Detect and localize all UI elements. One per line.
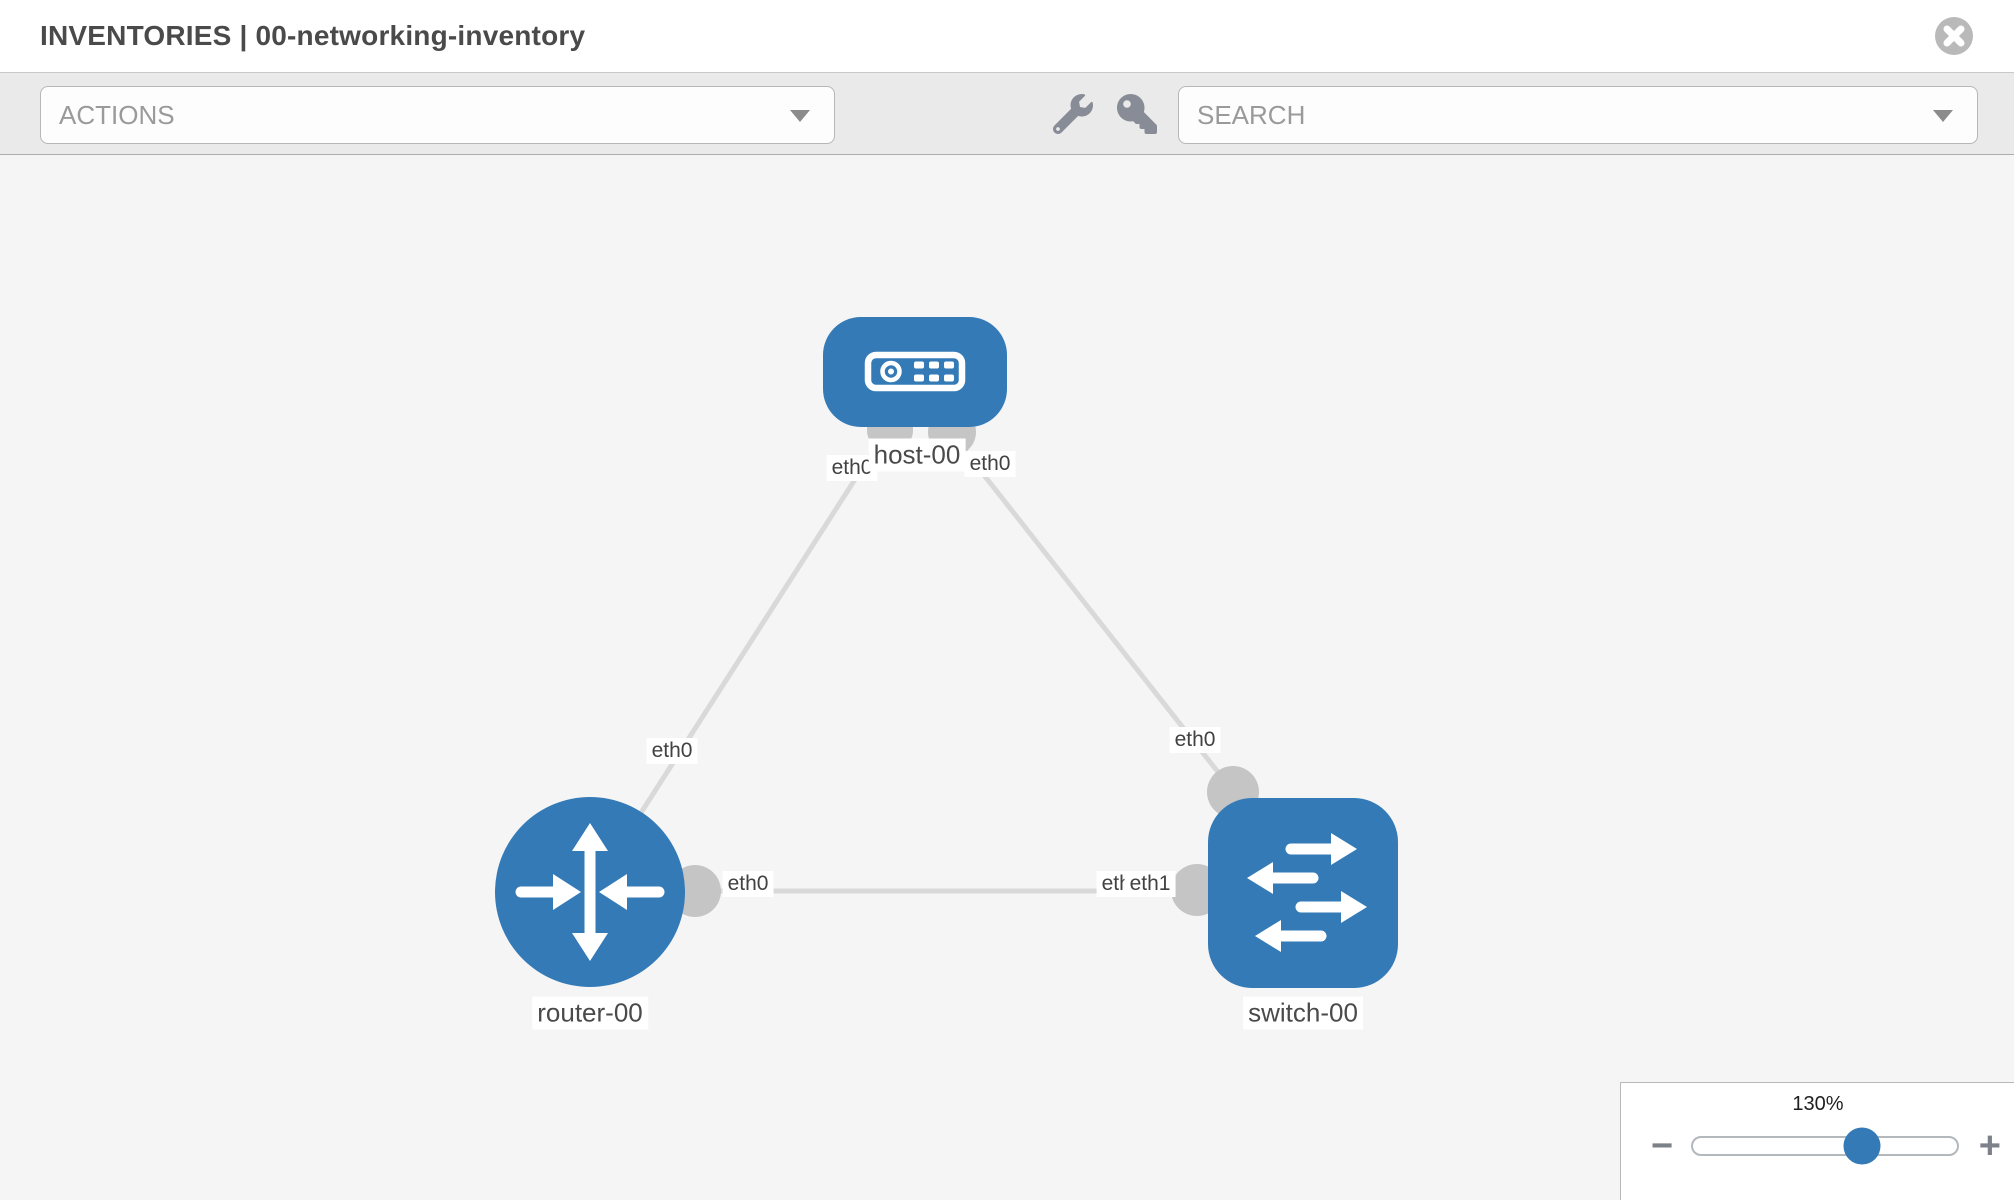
zoom-in-button[interactable]: + xyxy=(1978,1125,2001,1167)
actions-dropdown-label: ACTIONS xyxy=(59,99,175,130)
chevron-down-icon xyxy=(1933,110,1953,122)
topology-canvas[interactable]: eth0 host-00 eth0 eth0 eth0 eth0 eth0 et… xyxy=(0,155,2014,1200)
configure-button[interactable] xyxy=(1052,94,1093,135)
interface-label: eth0 xyxy=(722,871,774,897)
header: INVENTORIES | 00-networking-inventory xyxy=(0,0,2014,72)
zoom-out-button[interactable]: − xyxy=(1651,1125,1674,1167)
node-label-switch: switch-00 xyxy=(1243,996,1363,1030)
router-icon-arrowheads xyxy=(553,823,627,961)
chevron-down-icon xyxy=(790,110,810,122)
node-label-host: host-00 xyxy=(868,438,966,472)
link-host-router[interactable] xyxy=(625,426,891,835)
interface-label: eth1 xyxy=(1124,871,1176,897)
zoom-panel: 130% − + xyxy=(1620,1082,2014,1200)
host-icon xyxy=(864,351,966,392)
search-placeholder: SEARCH xyxy=(1197,99,1306,130)
wrench-icon xyxy=(1052,94,1093,135)
zoom-level: 130% xyxy=(1792,1093,1844,1115)
search-dropdown[interactable]: SEARCH xyxy=(1178,86,1978,144)
credentials-button[interactable] xyxy=(1117,94,1157,134)
node-label-router: router-00 xyxy=(532,996,648,1030)
zoom-slider-thumb[interactable] xyxy=(1843,1127,1881,1165)
node-router-00[interactable] xyxy=(495,797,685,987)
toolbar: ACTIONS SEARCH xyxy=(0,72,2014,155)
router-icon xyxy=(515,843,665,941)
interface-label: eth0 xyxy=(1169,727,1221,753)
interface-label: eth0 xyxy=(964,451,1016,477)
node-host-00[interactable] xyxy=(823,317,1007,427)
close-icon xyxy=(1935,17,1973,55)
page-title: INVENTORIES | 00-networking-inventory xyxy=(40,20,586,51)
actions-dropdown[interactable]: ACTIONS xyxy=(40,86,835,144)
key-icon xyxy=(1117,94,1157,134)
zoom-slider[interactable] xyxy=(1691,1127,1959,1165)
node-switch-00[interactable] xyxy=(1208,798,1398,988)
switch-icon xyxy=(1265,843,1349,942)
interface-label: eth0 xyxy=(646,738,698,764)
close-button[interactable] xyxy=(1934,16,1974,56)
switch-icon-arrowheads xyxy=(1247,833,1367,952)
